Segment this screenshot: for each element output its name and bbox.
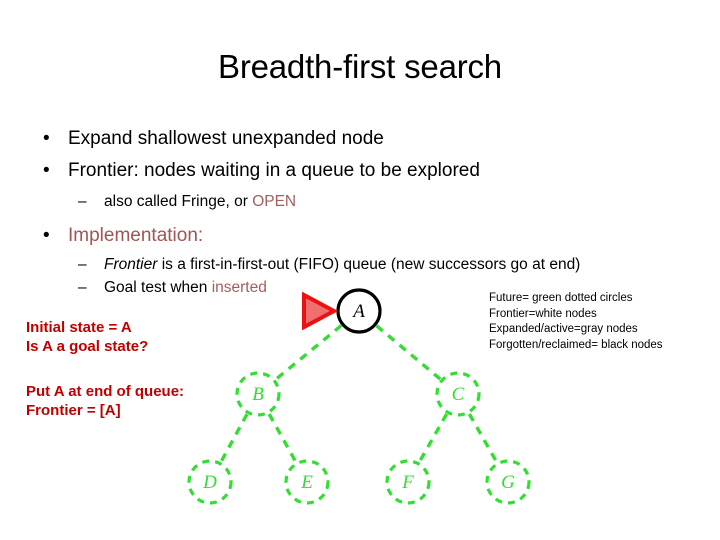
tree-node-label-g: G <box>501 472 515 493</box>
sub-bullet-goaltest-label: Goal test when <box>104 279 212 296</box>
bullet-list: • Expand shallowest unexpanded node • Fr… <box>28 128 688 301</box>
tree-edge-b-e <box>267 413 298 463</box>
sub-bullet-fringe: – also called Fringe, or OPEN <box>28 192 688 212</box>
tree-node-label-e: E <box>300 472 313 493</box>
bullet-dot-icon: • <box>43 225 50 246</box>
sub-bullet-fifo-label: is a first-in-first-out (FIFO) queue (ne… <box>157 256 581 273</box>
bullet-item-expand: • Expand shallowest unexpanded node <box>28 128 688 150</box>
annotation-queue-line-2: Frontier = [A] <box>26 402 121 419</box>
bullet-item-implementation-label: Implementation: <box>68 225 204 246</box>
sub-bullet-fifo: – Frontier is a first-in-first-out (FIFO… <box>28 255 688 275</box>
bullet-dot-icon: • <box>43 128 50 149</box>
tree-node-label-f: F <box>401 472 414 493</box>
legend-line-future: Future= green dotted circles <box>489 292 633 304</box>
annotation-queue-line-1: Put A at end of queue: <box>26 383 185 400</box>
sub-bullet-fifo-italic: Frontier <box>104 256 158 273</box>
tree-node-e[interactable]: E <box>284 459 330 505</box>
legend-line-forgotten: Forgotten/reclaimed= black nodes <box>489 338 663 351</box>
tree-edge-c-g <box>467 413 499 463</box>
legend-line-frontier: Frontier=white nodes <box>489 307 597 320</box>
tree-node-circle-c <box>435 371 481 417</box>
tree-edge-b-d <box>219 413 249 463</box>
bullet-item-frontier-label: Frontier: nodes waiting in a queue to be… <box>68 160 480 181</box>
dash-marker-icon: – <box>78 279 87 296</box>
page-title: Breadth-first search <box>218 48 502 85</box>
legend: Future= green dotted circles Frontier=wh… <box>489 291 663 353</box>
tree-node-g[interactable]: G <box>485 459 531 505</box>
red-triangle-pointer-icon <box>302 291 339 331</box>
sub-bullet-fringe-label: also called Fringe, or <box>104 193 253 210</box>
search-tree-svg: A B C D E F G <box>187 288 531 505</box>
tree-node-f[interactable]: F <box>385 459 431 505</box>
annotation-initial-state-line-2: Is A a goal state? <box>26 338 149 355</box>
dash-marker-icon: – <box>78 193 87 210</box>
tree-node-label-d: D <box>202 472 217 493</box>
bullet-item-expand-label: Expand shallowest unexpanded node <box>68 128 384 149</box>
tree-edge-a-c <box>375 324 442 381</box>
tree-node-label-a: A <box>351 301 365 322</box>
sub-bullet-goaltest: – Goal test when inserted <box>28 278 688 298</box>
tree-edge-c-f <box>417 413 449 463</box>
annotation-initial-state-line-1: Initial state = A <box>26 319 132 336</box>
sub-bullet-goaltest-accent: inserted <box>211 279 267 296</box>
sub-bullet-fringe-accent: OPEN <box>252 193 297 210</box>
tree-edge-a-b <box>274 324 343 381</box>
search-tree-diagram: A B C D E F G <box>150 275 570 540</box>
tree-node-circle-f <box>385 459 431 505</box>
bullet-dot-icon: • <box>43 160 50 181</box>
annotation-initial-state: Initial state = A Is A a goal state? <box>26 318 148 356</box>
dash-marker-icon: – <box>78 256 87 273</box>
tree-node-b[interactable]: B <box>235 371 281 417</box>
tree-node-circle-e <box>284 459 330 505</box>
bullet-item-frontier: • Frontier: nodes waiting in a queue to … <box>28 160 688 182</box>
tree-node-circle-d <box>187 459 233 505</box>
tree-node-circle-g <box>485 459 531 505</box>
tree-node-d[interactable]: D <box>187 459 233 505</box>
bullet-item-implementation: • Implementation: <box>28 225 688 247</box>
tree-node-c[interactable]: C <box>435 371 481 417</box>
legend-line-expanded: Expanded/active=gray nodes <box>489 323 638 335</box>
tree-node-circle-b <box>235 371 281 417</box>
tree-node-label-b: B <box>252 384 264 405</box>
tree-node-label-c: C <box>452 384 465 405</box>
annotation-queue: Put A at end of queue: Frontier = [A] <box>26 382 184 420</box>
tree-node-a[interactable]: A <box>336 288 382 334</box>
